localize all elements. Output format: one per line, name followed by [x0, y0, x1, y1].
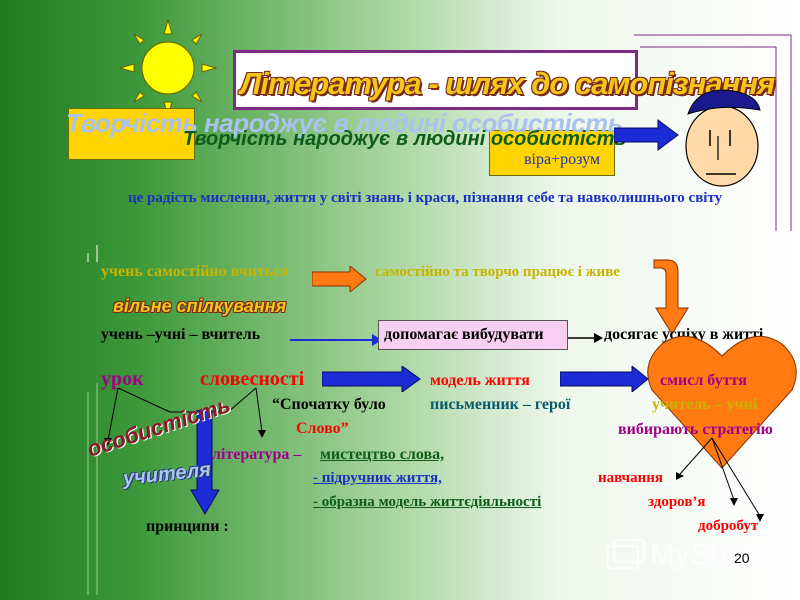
title-frame — [233, 50, 638, 110]
literature-item1: мистецтво слова, — [320, 446, 445, 463]
down-arrow-icon — [190, 410, 220, 515]
outcome-wellbeing: добробут — [698, 518, 759, 534]
literature-item3: - образна модель життєдіяльності — [313, 494, 542, 510]
verbal-label: словесності — [200, 368, 305, 390]
description-text: це радість мислення, життя у світі знань… — [128, 190, 723, 206]
principles-label: принципи : — [146, 518, 229, 535]
row1-right-text: самостійно та творчо працює і живе — [375, 264, 620, 280]
quote-line2: Слово” — [296, 420, 349, 437]
row1-arrow-icon — [312, 266, 367, 292]
writer-hero-label: письменник – герої — [430, 396, 571, 413]
row2-left-text: учень –учні – вчитель — [101, 326, 260, 344]
student-face-icon — [685, 89, 761, 187]
outcome-learning: навчання — [598, 470, 664, 486]
helps-build-text: допомагає вибудувати — [384, 326, 544, 343]
subtitle: Творчість народжує в людині особистість — [183, 128, 627, 150]
helps-build-box — [378, 320, 568, 350]
free-communication-label: вільне спілкування — [113, 296, 287, 316]
curved-down-arrow-icon — [653, 259, 689, 335]
row3-arrow-icon — [322, 366, 421, 392]
row2-right-text: досягає успіху в житті — [604, 326, 764, 343]
subtitle-shadow: Творчість народжує в людині особистість — [66, 108, 623, 138]
heart-icon — [647, 335, 797, 469]
watermark-text: MyShared — [650, 538, 787, 571]
lesson-label: урок — [101, 368, 144, 390]
left-yellow-box — [68, 108, 195, 160]
page-number: 20 — [734, 550, 750, 566]
right-yellow-box — [489, 130, 615, 176]
choose-strategy-label: вибирають стратегію — [618, 421, 773, 438]
literature-label: література – — [212, 446, 302, 463]
student-students-label: учень –учні – вчитель — [101, 326, 261, 343]
life-model-label: модель життя — [430, 372, 530, 389]
myshared-logo-icon — [606, 538, 646, 572]
outcome-health: здоров’я — [648, 494, 706, 510]
row2-line-arrow-icon — [290, 334, 382, 346]
meaning-of-being-label: смисл буття — [660, 372, 747, 389]
literature-item2: - підручник життя, — [313, 470, 442, 486]
faith-reason-label: віра+розум — [524, 151, 601, 168]
row1-left-text: учень самостійно вчиться — [101, 263, 289, 280]
right-arrow-icon — [614, 119, 679, 151]
page-title: Література - шлях до самопізнання — [240, 66, 775, 101]
row2-right-arrow-icon — [568, 333, 603, 343]
row3-right-arrow-icon — [560, 366, 649, 392]
quote-line1: “Спочатку було — [272, 396, 386, 413]
teacher-students-label: учитель – учні — [652, 396, 758, 413]
